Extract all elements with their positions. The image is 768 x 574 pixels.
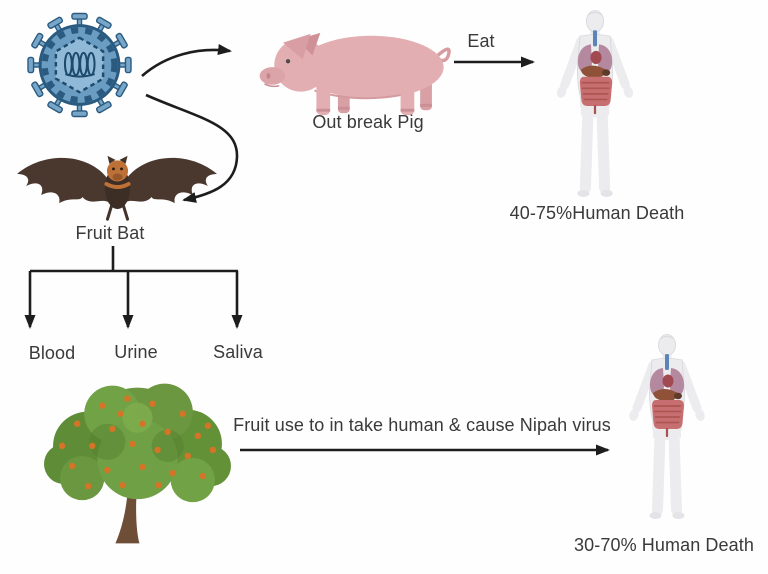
virus-spikes [27, 12, 132, 118]
bat-legs [105, 204, 130, 221]
pig-snout [259, 67, 286, 85]
bat-wings [17, 157, 217, 204]
blood-label: Blood [28, 343, 76, 363]
arrow-virus-to-pig [141, 44, 232, 77]
nipah-virus-icon [27, 12, 132, 118]
pig-eye [285, 59, 291, 64]
saliva-label: Saliva [213, 342, 263, 362]
death-rate-fruit-route-label: 30-70% Human Death [574, 535, 754, 555]
pig-tail [436, 47, 451, 63]
fruit-bat-icon [14, 145, 220, 225]
fruit-tree-icon [42, 383, 233, 550]
virus-rna-coil [63, 51, 96, 78]
fruit-bat-label: Fruit Bat [75, 223, 145, 243]
tree-fruits [58, 395, 217, 490]
infected-human-icon-top [534, 10, 656, 202]
bat-secretions-connector [30, 246, 238, 273]
pig-ear [283, 33, 311, 60]
pig-icon [252, 26, 465, 119]
tree-canopy [44, 383, 231, 503]
death-rate-pig-route-label: 40-75%Human Death [509, 203, 685, 223]
infected-human-icon-bottom [612, 333, 722, 525]
urine-label: Urine [114, 342, 158, 362]
fruit-transmission-label: Fruit use to in take human & cause Nipah… [233, 415, 611, 435]
eat-label: Eat [467, 31, 495, 51]
bat-head [106, 160, 129, 182]
outbreak-pig-label: Out break Pig [312, 112, 424, 132]
